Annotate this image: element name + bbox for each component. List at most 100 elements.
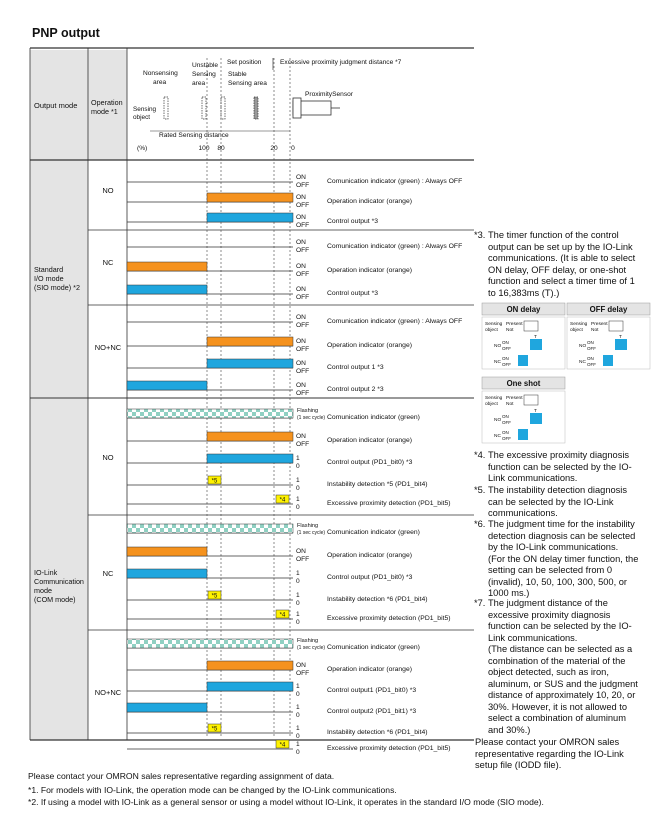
state-high-label: ON: [296, 286, 306, 293]
state-high-label: ON: [296, 548, 306, 555]
state-high-label: ON: [296, 314, 306, 321]
marker-box: [275, 739, 290, 749]
signal-label: Comunication indicator (green): [327, 414, 420, 421]
timer-object-label: object: [485, 401, 498, 407]
note-3-line: to 16,383ms (T).): [488, 287, 560, 298]
signal-label: Instability detection *6 (PD1_bit4): [327, 596, 428, 603]
timer-no-pulse: [530, 339, 542, 350]
marker-label: *5: [212, 594, 218, 600]
note-5-line: The instability detection diagnosis: [488, 485, 628, 495]
sensor-head: [292, 97, 302, 119]
signal-label: Excessive proximity detection (PD1_bit5): [327, 500, 451, 507]
state-low-label: 0: [296, 712, 300, 719]
signal-bar: [126, 380, 208, 391]
note-3-line: output can be set up by the IO-Link: [488, 241, 633, 252]
note-7-line: (The distance can be selected as a: [488, 644, 633, 654]
iodd-contact-note: Please contact your OMRON sales represen…: [475, 737, 660, 772]
flashing-label: Flashing: [297, 523, 318, 529]
timer-title-on-delay: ON delay: [507, 305, 541, 314]
state-high-label: ON: [296, 662, 306, 669]
state-high-label: 1: [296, 683, 300, 690]
marker-label: *4: [280, 498, 286, 504]
state-high-label: 1: [296, 455, 300, 462]
state-high-label: 1: [296, 704, 300, 711]
flashing-cycle-label: (1 sec cycle): [297, 415, 325, 421]
state-high-label: ON: [296, 382, 306, 389]
state-high-label: ON: [296, 338, 306, 345]
state-low-label: 0: [296, 463, 300, 470]
state-low-label: OFF: [296, 556, 309, 563]
note-7-line: select a combination of aluminum: [488, 713, 626, 723]
note-7-line: 30%. However, it is not allowed to: [488, 701, 628, 712]
state-low-label: OFF: [296, 670, 309, 677]
signal-bar: [126, 568, 208, 579]
signal-label: Comunication indicator (green): [327, 644, 420, 651]
note-7-line: excessive proximity diagnosis: [488, 609, 611, 620]
signal-bar: [126, 638, 294, 649]
signal-label: Operation indicator (orange): [327, 437, 412, 444]
state-high-label: ON: [296, 239, 306, 246]
flashing-cycle-label: (1 sec cycle): [297, 530, 325, 536]
marker-box: [207, 475, 222, 485]
timer-title-bg: [481, 376, 566, 390]
timer-t-label: T: [534, 334, 537, 340]
stable-area-label: Stable: [228, 71, 247, 78]
scale-100: 100: [198, 145, 209, 152]
state-high-label: ON: [296, 433, 306, 440]
state-low-label: OFF: [296, 202, 309, 209]
group-label-nc: NC: [103, 258, 114, 267]
page-title: PNP output: [32, 26, 100, 40]
note-6-line: The judgment time for the instability: [488, 519, 635, 529]
signal-bar: [206, 336, 294, 347]
timer-no-pulse: [530, 413, 542, 424]
state-high-label: ON: [296, 360, 306, 367]
signal-label: Comunication indicator (green) : Always …: [327, 243, 462, 250]
iolink-mode-label: IO-Link: [34, 568, 58, 577]
signal-label: Comunication indicator (green): [327, 529, 420, 536]
timer-sensing-label: Sensing: [485, 321, 503, 327]
group-label-nc: NC: [103, 569, 114, 578]
proximity-sensor-label: ProximitySensor: [305, 91, 354, 98]
state-low-label: 0: [296, 504, 300, 511]
timer-not-label: Not: [506, 401, 514, 407]
signal-label: Comunication indicator (green) : Always …: [327, 178, 462, 185]
footnote-1: *1. For models with IO-Link, the operati…: [28, 785, 397, 795]
state-low-label: 0: [296, 619, 300, 626]
timer-nc-label: NC: [494, 433, 501, 439]
unstable-area-label-3: area: [192, 80, 206, 87]
iolink-mode-label: Communication: [34, 577, 84, 586]
signal-label: Instability detection *6 (PD1_bit4): [327, 729, 428, 736]
state-low-label: OFF: [296, 441, 309, 448]
note-6-line: 1000 ms.): [488, 588, 530, 598]
unstable-area-label-2: Sensing: [192, 71, 216, 78]
sensing-object-label-2: object: [133, 114, 150, 121]
state-low-label: OFF: [296, 368, 309, 375]
state-high-label: ON: [296, 194, 306, 201]
footer-assignment: Please contact your OMRON sales represen…: [28, 771, 335, 781]
group-label-no: NO: [102, 186, 113, 195]
scale-20: 20: [270, 145, 278, 152]
state-low-label: 0: [296, 691, 300, 698]
timer-on-label: ON: [587, 356, 594, 361]
note-6-line: detection diagnosis can be selected: [488, 530, 636, 541]
standard-mode-label: I/O mode: [34, 274, 64, 283]
timer-on-label: ON: [587, 340, 594, 345]
marker-box: [207, 723, 222, 733]
note-7-line: distance of approximately 10, 20, or: [488, 690, 636, 700]
note-7-line: function can be selected by the IO-: [488, 621, 632, 631]
note-3-line: The timer function of the control: [488, 230, 619, 240]
state-high-label: ON: [296, 214, 306, 221]
state-high-label: 1: [296, 496, 300, 503]
marker-label: *4: [280, 613, 286, 619]
timer-object-pulse: [523, 394, 539, 406]
state-high-label: 1: [296, 592, 300, 599]
timer-off-label: OFF: [587, 346, 596, 351]
sensing-object-mark: [220, 96, 226, 120]
note-7-line: aluminum, or SUS and the judgment: [488, 678, 638, 689]
timer-off-label: OFF: [502, 362, 511, 367]
state-high-label: 1: [296, 741, 300, 748]
signal-bar: [206, 431, 294, 442]
sensing-object-mark: [163, 96, 169, 120]
signal-bar: [126, 546, 208, 557]
